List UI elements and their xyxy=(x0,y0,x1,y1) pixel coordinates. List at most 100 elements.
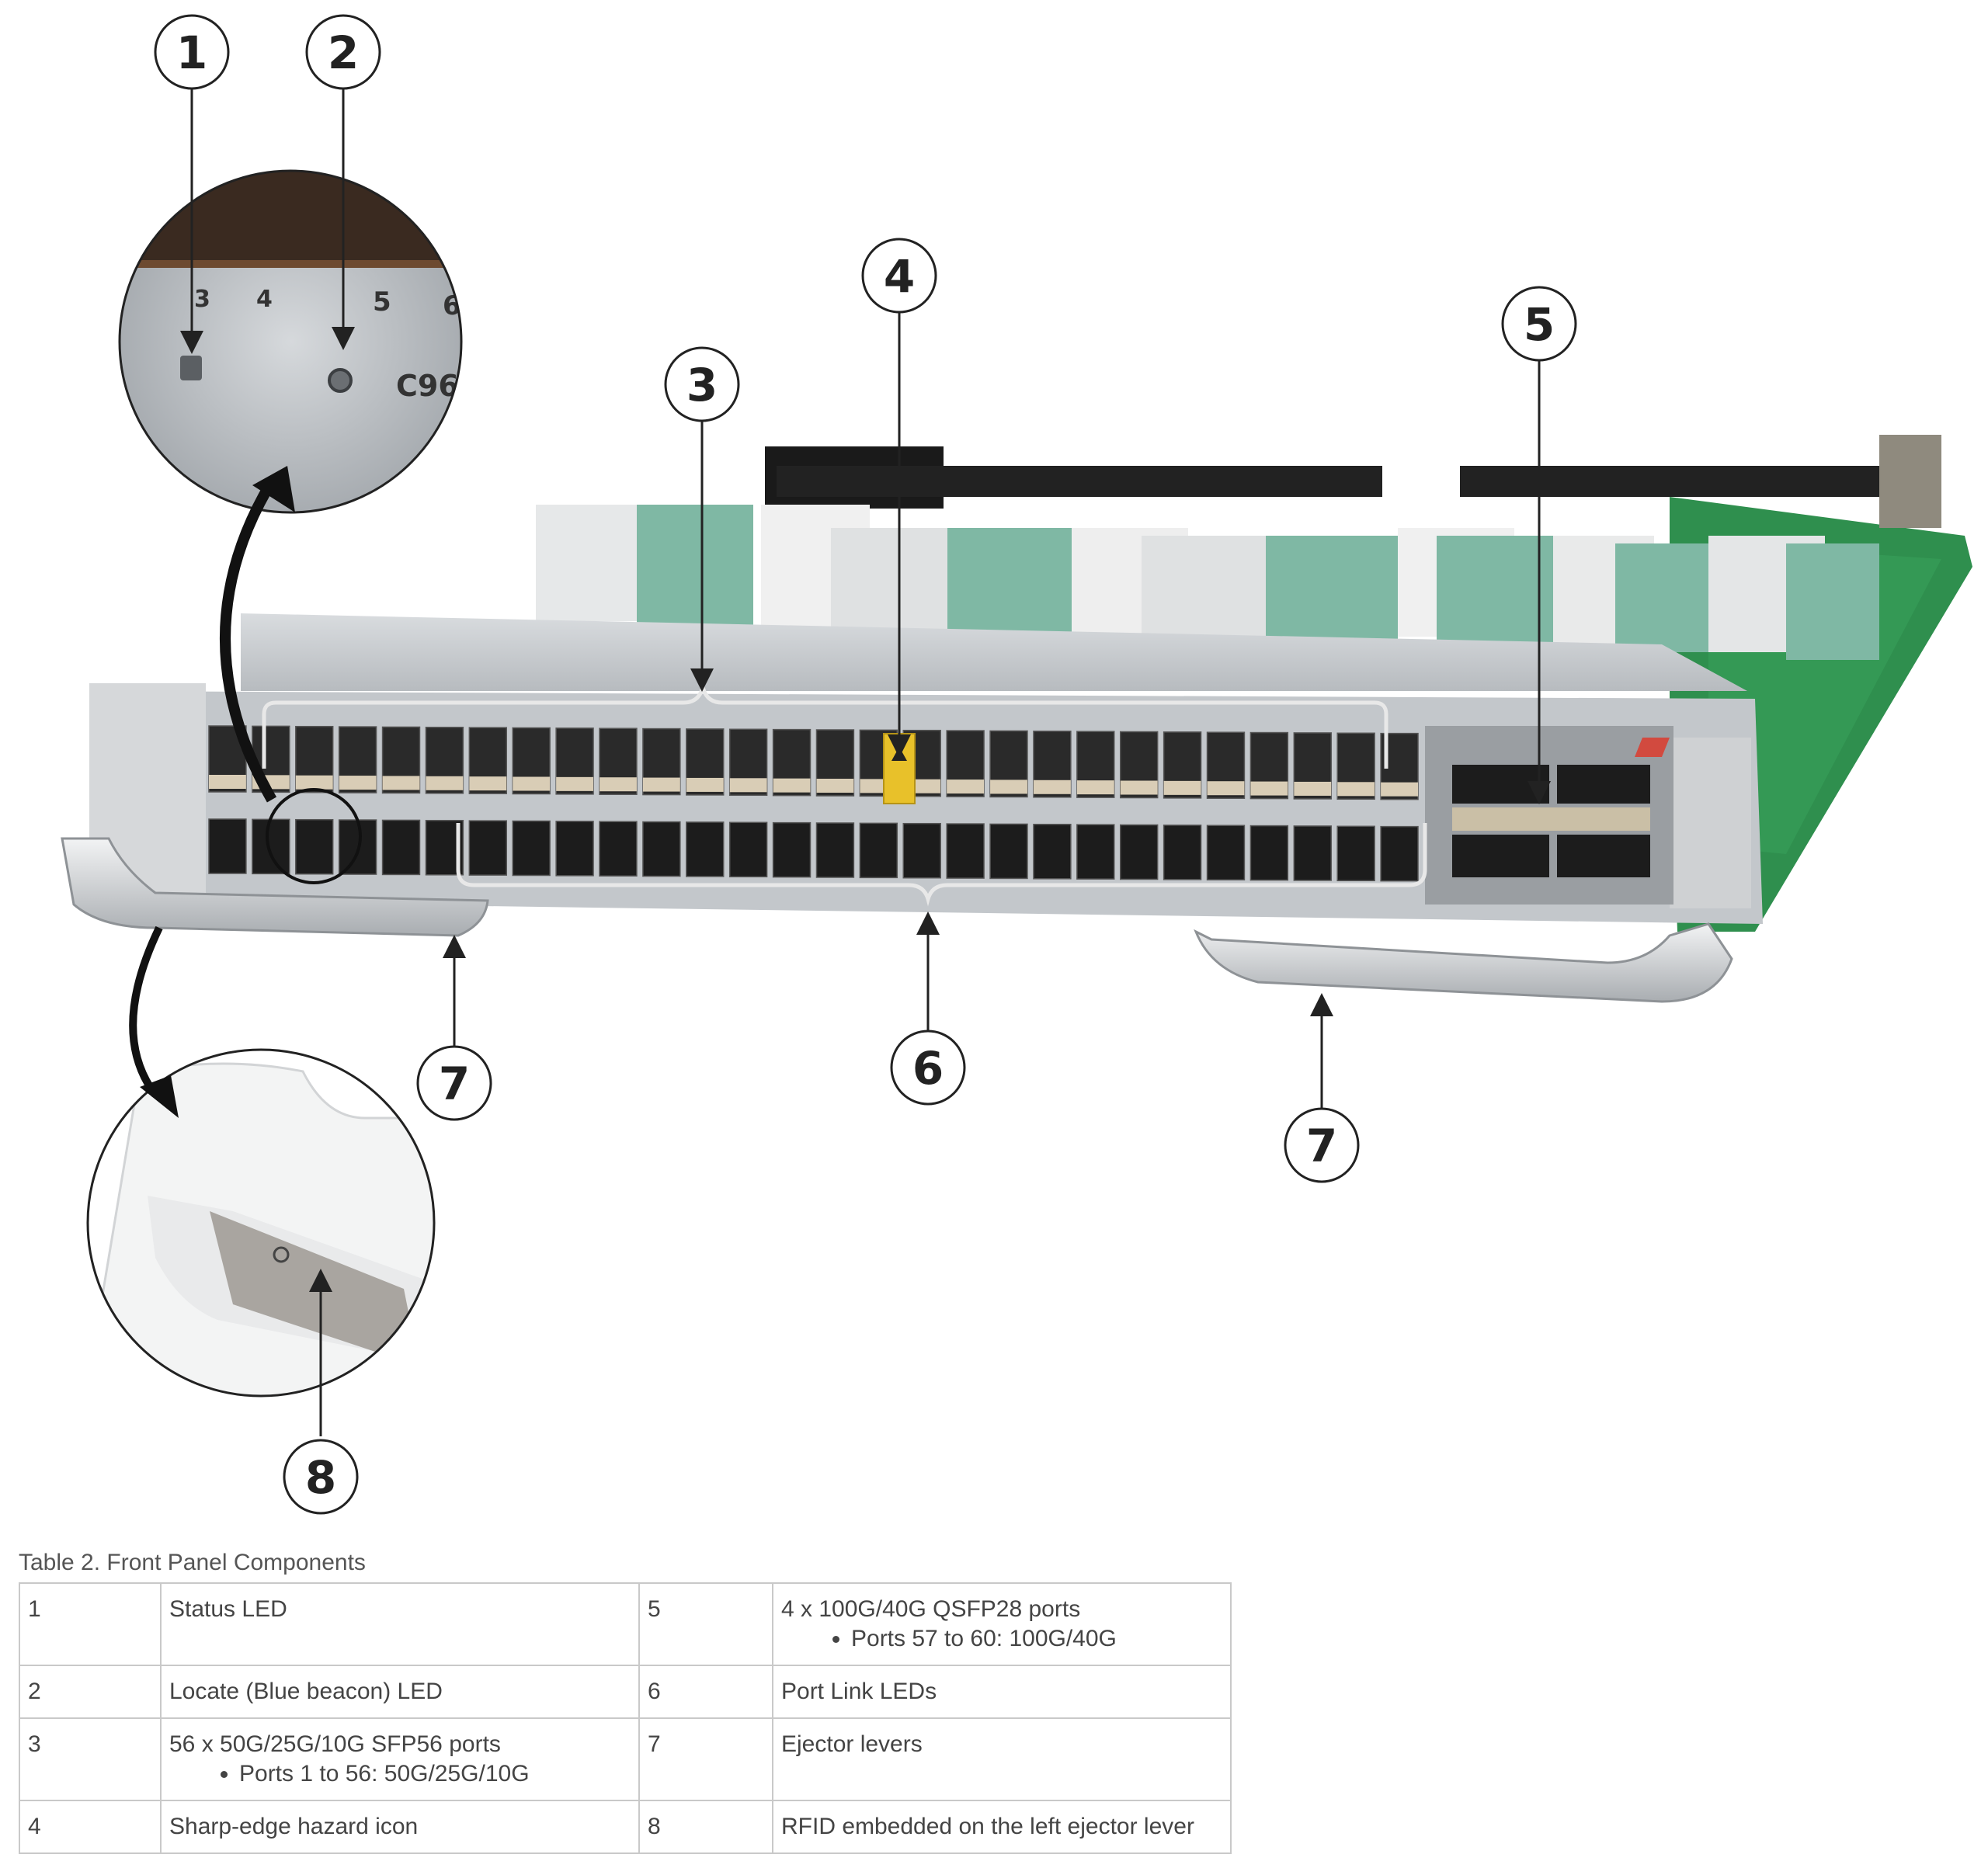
table-row: 1 Status LED 5 4 x 100G/40G QSFP28 ports… xyxy=(19,1582,1232,1666)
sfp56-port xyxy=(208,818,247,874)
sfp56-port xyxy=(252,818,290,875)
line-card-diagram: 3 4 5 6 C96 xyxy=(61,14,1972,1515)
sfp56-port xyxy=(859,822,898,879)
table-cell-number: 8 xyxy=(638,1800,773,1854)
table-row: 3 56 x 50G/25G/10G SFP56 ports Ports 1 t… xyxy=(19,1717,1232,1801)
component-detail: Ports 1 to 56: 50G/25G/10G xyxy=(239,1761,631,1787)
component-name: Locate (Blue beacon) LED xyxy=(169,1679,443,1704)
line-card xyxy=(61,435,1972,1003)
table-cell-description: 4 x 100G/40G QSFP28 ports Ports 57 to 60… xyxy=(772,1582,1232,1666)
sfp56-port-led-strip xyxy=(1381,782,1418,797)
sfp56-port xyxy=(1206,825,1246,880)
zoom-port-label-4: 4 xyxy=(256,286,273,313)
sfp56-port-led-strip xyxy=(209,775,246,789)
sfp56-port xyxy=(1380,825,1419,882)
component-detail: Ports 57 to 60: 100G/40G xyxy=(851,1626,1222,1652)
zoom-model-fragment: C96 xyxy=(396,369,459,403)
sfp56-port-led-strip xyxy=(729,778,767,793)
zoom-port-label-3: 3 xyxy=(194,286,210,313)
svg-text:3: 3 xyxy=(686,359,718,411)
component-detail-list: Ports 57 to 60: 100G/40G xyxy=(781,1626,1222,1652)
sfp56-port xyxy=(902,822,941,879)
sfp56-port xyxy=(1076,824,1115,880)
zoom-pointer-arrow-bottom xyxy=(129,925,163,1097)
sfp56-port xyxy=(1293,825,1332,881)
sfp56-port-led-strip xyxy=(600,777,637,792)
sfp56-port-led-strip xyxy=(1163,780,1201,795)
sfp56-port xyxy=(642,821,681,877)
callout-4: 4 xyxy=(861,238,937,314)
right-ejector-lever xyxy=(1194,922,1733,1003)
callout-7-right: 7 xyxy=(1284,1107,1360,1183)
sfp56-port-led-strip xyxy=(1250,781,1288,796)
zoom-led-detail: 3 4 5 6 C96 xyxy=(118,169,463,514)
sfp56-port xyxy=(512,820,551,877)
sfp56-port-led-strip xyxy=(513,776,551,791)
qsfp28-port-57 xyxy=(1452,765,1549,804)
sfp56-port xyxy=(381,819,421,876)
callout-1: 1 xyxy=(154,14,230,90)
sfp56-port xyxy=(468,820,507,876)
zoom-port-label-5: 5 xyxy=(373,286,391,318)
table-cell-number: 4 xyxy=(19,1800,162,1854)
sfp56-port-led-strip xyxy=(816,779,854,793)
callout-2: 2 xyxy=(305,14,381,90)
svg-text:7: 7 xyxy=(439,1057,470,1110)
table-cell-description: Status LED xyxy=(160,1582,640,1666)
qsfp28-port-60 xyxy=(1557,835,1650,877)
sfp56-port xyxy=(946,823,985,879)
callout-3: 3 xyxy=(664,346,740,422)
sfp56-port xyxy=(295,818,334,875)
sfp56-port xyxy=(1336,825,1375,882)
leader-lines xyxy=(180,78,1551,1436)
qsfp28-port-58 xyxy=(1452,835,1549,877)
sfp56-port xyxy=(599,821,638,877)
heatsinks xyxy=(536,505,1879,660)
callout-8: 8 xyxy=(283,1439,359,1515)
qsfp28-port-59 xyxy=(1557,765,1650,804)
status-led xyxy=(180,356,202,380)
sfp56-port-led-strip xyxy=(556,776,594,791)
sfp56-port-led-strip xyxy=(426,776,464,790)
component-name: Status LED xyxy=(169,1596,287,1622)
sfp56-port xyxy=(989,823,1028,880)
table-cell-number: 1 xyxy=(19,1582,162,1666)
sfp56-port-led-strip xyxy=(947,780,985,794)
right-handle-post xyxy=(1670,738,1751,908)
table-cell-description: Sharp-edge hazard icon xyxy=(160,1800,640,1854)
component-name: Port Link LEDs xyxy=(781,1679,937,1704)
svg-text:1: 1 xyxy=(176,26,207,79)
rfid-tag xyxy=(273,1246,290,1263)
sfp56-port-led-strip xyxy=(339,776,377,790)
front-panel-components-table: 1 Status LED 5 4 x 100G/40G QSFP28 ports… xyxy=(19,1582,1232,1854)
table-cell-number: 3 xyxy=(19,1717,162,1801)
sfp56-port-led-strip xyxy=(1033,780,1071,794)
svg-text:7: 7 xyxy=(1306,1120,1337,1172)
table-cell-description: Ejector levers xyxy=(772,1717,1232,1801)
sfp56-port xyxy=(1249,825,1289,881)
table-cell-number: 5 xyxy=(638,1582,773,1666)
svg-text:5: 5 xyxy=(1524,298,1555,351)
sfp56-port-led-strip xyxy=(773,778,811,793)
table-cell-number: 6 xyxy=(638,1665,773,1719)
svg-text:6: 6 xyxy=(912,1042,944,1095)
sfp56-port-led-strip xyxy=(990,780,1027,794)
table-cell-description: 56 x 50G/25G/10G SFP56 ports Ports 1 to … xyxy=(160,1717,640,1801)
sfp56-port xyxy=(1033,824,1072,880)
left-ejector-lever xyxy=(61,837,489,937)
table-cell-number: 2 xyxy=(19,1665,162,1719)
table-cell-description: RFID embedded on the left ejector lever xyxy=(772,1800,1232,1854)
sfp56-port xyxy=(815,822,855,878)
sfp56-port xyxy=(772,821,812,878)
sfp56-port-led-strip xyxy=(1207,781,1245,796)
callout-6: 6 xyxy=(890,1030,966,1106)
sfp56-port-led-strip xyxy=(382,776,420,790)
locate-beacon-led xyxy=(328,368,353,393)
component-name: 56 x 50G/25G/10G SFP56 ports xyxy=(169,1731,501,1757)
sfp56-port xyxy=(1163,825,1202,880)
sfp56-port-led-strip xyxy=(642,777,680,792)
table-cell-description: Locate (Blue beacon) LED xyxy=(160,1665,640,1719)
sfp56-port xyxy=(1120,824,1159,880)
table-caption: Table 2. Front Panel Components xyxy=(19,1550,366,1575)
sfp56-port-led-strip xyxy=(1294,781,1332,796)
